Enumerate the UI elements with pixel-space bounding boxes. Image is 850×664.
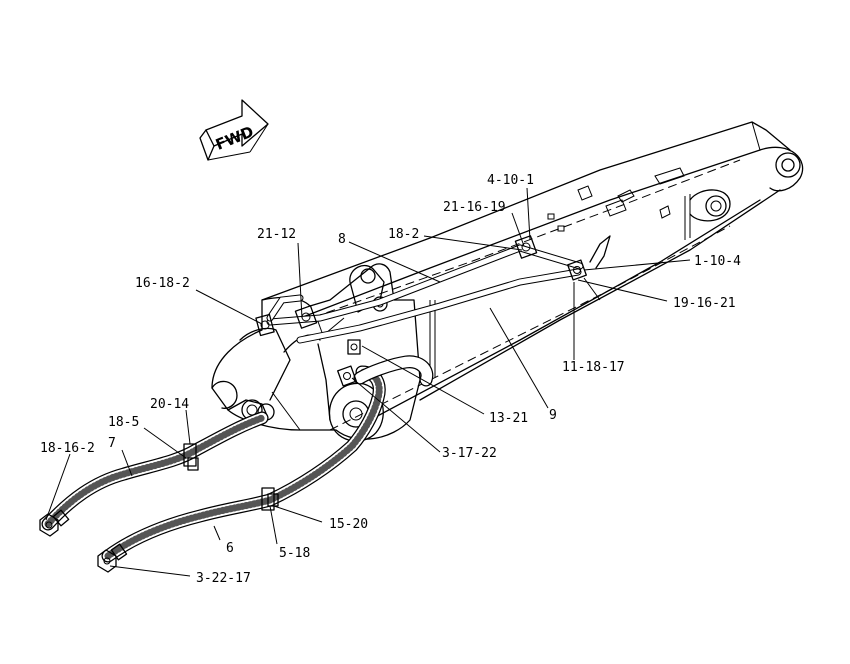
- hose-6: [101, 365, 386, 563]
- callout-19-16-21: 19-16-21: [673, 296, 736, 311]
- callout-8: 8: [338, 232, 346, 247]
- callout-5-18: 5-18: [279, 546, 310, 561]
- clamp-5-18: [261, 487, 279, 511]
- callout-15-20: 15-20: [329, 517, 368, 532]
- boom-tubes: [266, 244, 584, 344]
- callout-18-2: 18-2: [388, 227, 419, 242]
- callout-20-14: 20-14: [150, 397, 189, 412]
- callout-9: 9: [549, 408, 557, 423]
- hose-end-fitting-right: [97, 543, 128, 573]
- hose-7: [41, 411, 269, 531]
- fitting-1-10-4: [567, 259, 587, 281]
- fitting-13-21: [347, 339, 361, 355]
- callout-18-5: 18-5: [108, 415, 139, 430]
- callout-13-21: 13-21: [489, 411, 528, 426]
- callout-1-10-4: 1-10-4: [694, 254, 741, 269]
- callout-3-17-22: 3-17-22: [442, 446, 497, 461]
- fitting-3-17-22: [337, 365, 357, 387]
- callout-7: 7: [108, 436, 116, 451]
- callout-21-12: 21-12: [257, 227, 296, 242]
- callout-3-22-17: 3-22-17: [196, 571, 251, 586]
- callout-11-18-17: 11-18-17: [562, 360, 625, 375]
- callout-21-16-19: 21-16-19: [443, 200, 506, 215]
- fitting-16-18-2: [255, 313, 275, 337]
- hose-upper: [353, 355, 434, 387]
- callout-16-18-2: 16-18-2: [135, 276, 190, 291]
- fwd-label: FWD: [213, 122, 256, 153]
- callout-4-10-1: 4-10-1: [487, 173, 534, 188]
- callout-6: 6: [226, 541, 234, 556]
- boom-foot: [211, 263, 421, 442]
- boom-body: [261, 121, 804, 431]
- fwd-arrow-icon: FWD: [199, 99, 269, 161]
- callout-labels: 4-10-1 21-16-19 18-2 8 21-12 16-18-2 1-1…: [40, 173, 741, 586]
- leader-lines: [45, 187, 691, 577]
- callout-18-16-2: 18-16-2: [40, 441, 95, 456]
